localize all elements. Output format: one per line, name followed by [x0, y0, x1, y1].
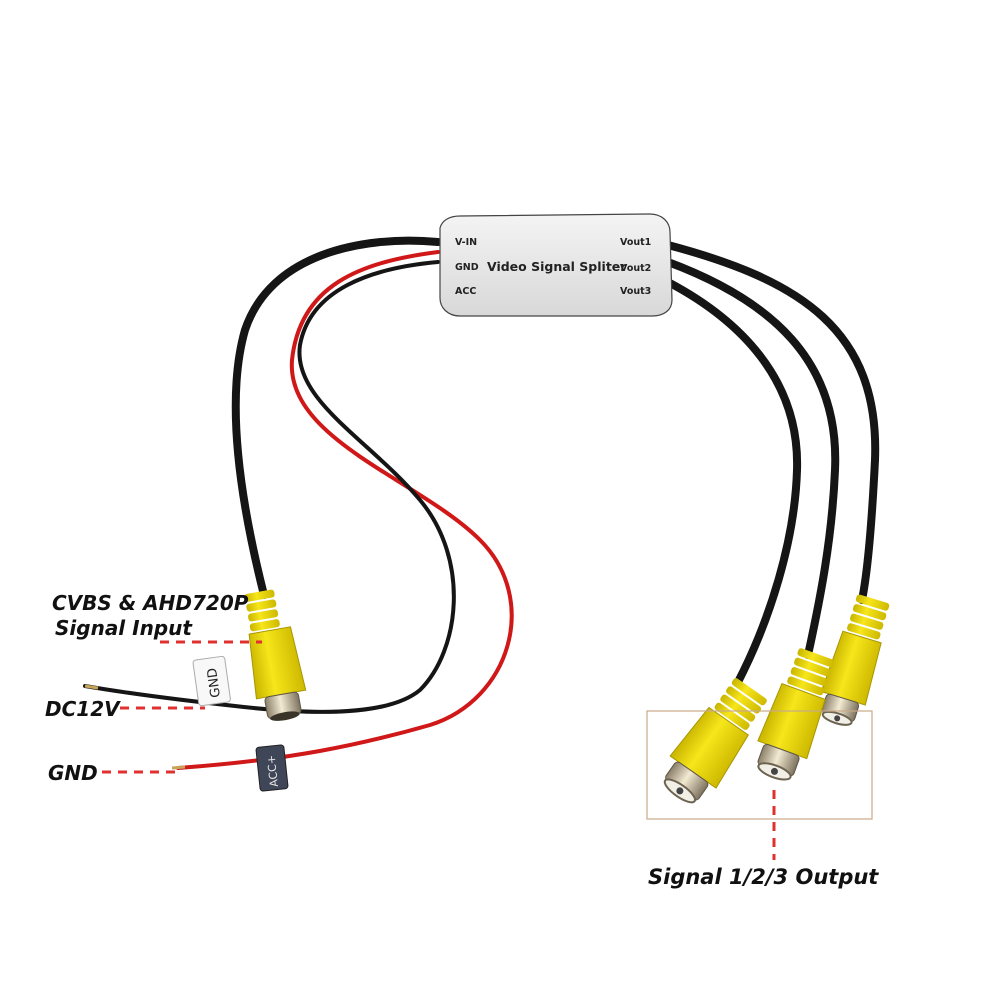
dc12v-label: DC12V: [45, 697, 121, 721]
box-label-gnd: GND: [455, 262, 479, 273]
output-highlight-box: [646, 710, 873, 820]
box-label-vin: V-IN: [455, 237, 477, 248]
gnd-label: GND: [48, 761, 98, 785]
box-label-vout2: Vout2: [620, 263, 651, 274]
output-cable-2: [664, 258, 840, 659]
input-video-cable: [231, 236, 442, 599]
video-signal-splitter-box: V-IN GND ACC Video Signal Spliter Vout1 …: [439, 213, 673, 317]
output-cable-3: [664, 278, 802, 686]
box-label-vout1: Vout1: [620, 237, 651, 248]
box-label-acc: ACC: [455, 286, 476, 297]
gnd-wire-tag: GND: [192, 655, 231, 707]
box-title: Video Signal Spliter: [487, 259, 627, 274]
output-cable-1: [664, 241, 880, 604]
input-rca-connector: [244, 589, 307, 721]
dc12v-wire-tip: [84, 684, 99, 690]
red-power-cable: [176, 250, 514, 770]
signal-output-label: Signal 1/2/3 Output: [648, 865, 879, 889]
acc-tag-text: ACC+: [265, 754, 281, 787]
gnd-tag-text: GND: [205, 667, 224, 699]
output-rca-connector-3: [663, 678, 767, 804]
output-rca-connector-2: [757, 648, 835, 781]
acc-wire-tag: ACC+: [255, 744, 289, 792]
output-rca-connector-1: [820, 594, 890, 726]
signal-input-label-line1: CVBS & AHD720P: [52, 591, 249, 615]
gnd-wire-tip: [171, 765, 186, 770]
box-label-vout3: Vout3: [620, 286, 651, 297]
signal-input-label-line2: Signal Input: [55, 616, 193, 640]
black-ground-cable: [83, 260, 456, 714]
